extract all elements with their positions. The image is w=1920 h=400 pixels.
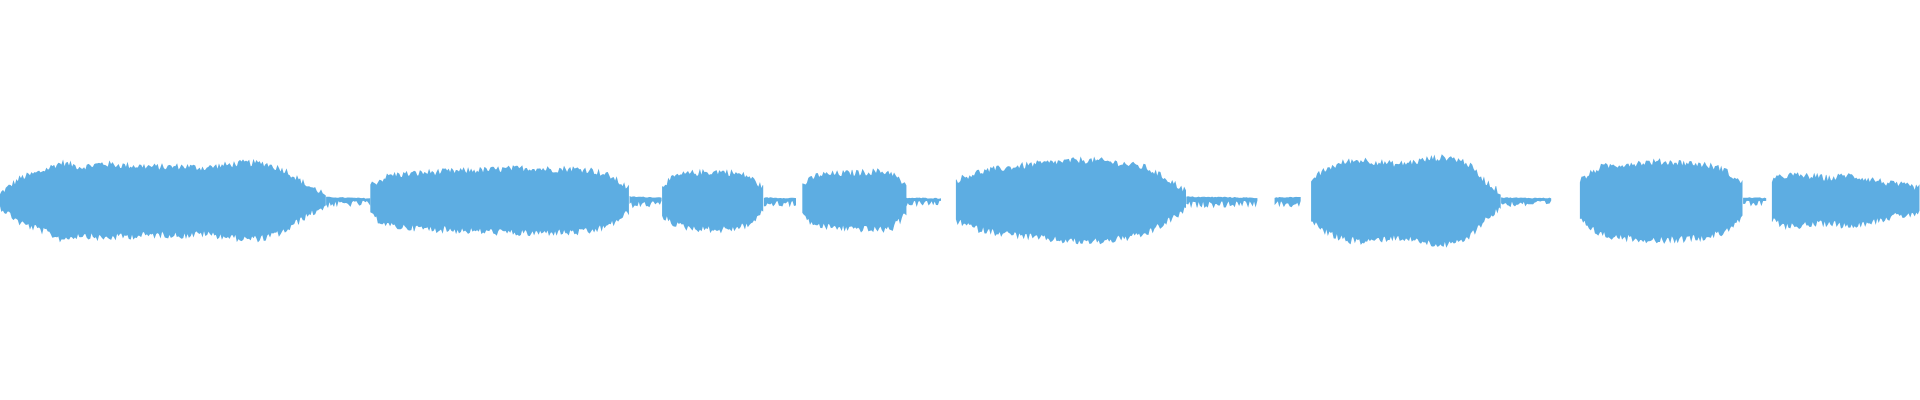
waveform-segment-3	[370, 165, 629, 237]
waveform-segment-8	[905, 197, 942, 208]
waveform-segment-16	[1771, 172, 1920, 231]
waveform-segment-5	[662, 168, 764, 234]
waveform-segment-12	[1311, 154, 1501, 248]
waveform-segment-7	[802, 168, 907, 233]
waveform-segment-6	[763, 197, 797, 208]
waveform-segment-1	[0, 158, 326, 243]
waveform-segment-4	[629, 196, 662, 209]
waveform-segment-14	[1579, 158, 1743, 244]
waveform-segment-15	[1743, 197, 1767, 207]
waveform-segment-10	[1186, 196, 1258, 209]
waveform-segment-11	[1274, 196, 1301, 208]
waveform-segment-13	[1501, 197, 1552, 208]
waveform-segment-9	[955, 156, 1186, 245]
waveform-segment-2	[326, 196, 371, 209]
